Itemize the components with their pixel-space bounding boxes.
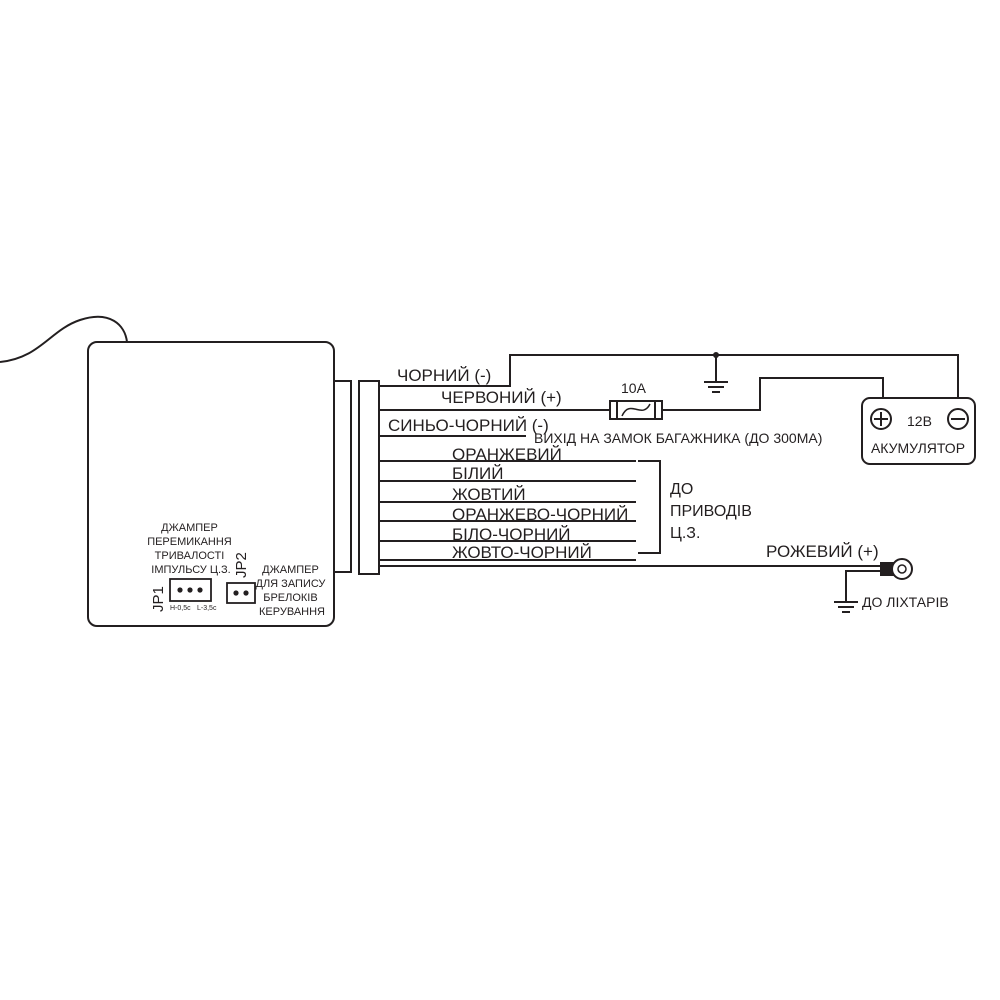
wire-lights-ground [845, 570, 886, 601]
jp1-option-l: L-3,5с [197, 605, 217, 612]
jp1-option-h: H-0,5с [170, 605, 191, 612]
wire-black [379, 354, 959, 398]
jp1-pin-3 [197, 587, 203, 593]
fuse [609, 400, 663, 420]
jp2-label: JP2 [233, 552, 250, 578]
connector-plate-inner [358, 380, 380, 575]
ground-symbol-lights [834, 601, 858, 613]
wire-yellow-black-label: ЖОВТО-ЧОРНИЙ [452, 543, 592, 562]
jp1-pin-1 [177, 587, 183, 593]
jp1-description: ДЖАМПЕР ПЕРЕМИКАННЯ ТРИВАЛОСТІ ІМПУЛЬСУ … [147, 522, 235, 576]
battery-voltage: 12В [907, 413, 932, 429]
wire-black-label: ЧОРНИЙ (-) [397, 366, 491, 385]
actuator-bracket [638, 460, 661, 554]
antenna-wire [0, 315, 128, 363]
lamp-connector [880, 558, 913, 580]
jp2-pin-1 [233, 590, 239, 596]
jp1-pin-2 [187, 587, 193, 593]
lights-label: ДО ЛІХТАРІВ [862, 594, 949, 610]
ground-symbol-chassis [704, 355, 728, 393]
battery-label: АКУМУЛЯТОР [871, 440, 965, 456]
battery-minus-terminal [947, 408, 969, 430]
jp1-label: JP1 [150, 586, 167, 612]
trunk-output-label: ВИХІД НА ЗАМОК БАГАЖНИКА (ДО 300МА) [534, 430, 822, 446]
wire-orange-black-label: ОРАНЖЕВО-ЧОРНИЙ [452, 505, 628, 524]
jp2-description: ДЖАМПЕР ДЛЯ ЗАПИСУ БРЕЛОКІВ КЕРУВАННЯ [256, 564, 329, 618]
wire-red-to-battery [662, 377, 884, 411]
wire-white-black-label: БІЛО-ЧОРНИЙ [452, 525, 571, 544]
connector-plate-outer [333, 380, 352, 573]
wire-blue-black-label: СИНЬО-ЧОРНИЙ (-) [388, 416, 549, 435]
wire-yellow-label: ЖОВТИЙ [452, 485, 526, 504]
wire-red-label: ЧЕРВОНИЙ (+) [441, 388, 562, 407]
battery-plus-terminal [870, 408, 892, 430]
wire-pink-label: РОЖЕВИЙ (+) [766, 542, 879, 561]
fuse-rating: 10А [621, 380, 647, 396]
jp2-pin-2 [243, 590, 249, 596]
wire-white-label: БІЛИЙ [452, 464, 503, 483]
jp2-connector [226, 582, 256, 604]
actuator-label: ДО ПРИВОДІВ Ц.З. [670, 481, 756, 542]
wire-orange-label: ОРАНЖЕВИЙ [452, 445, 562, 464]
